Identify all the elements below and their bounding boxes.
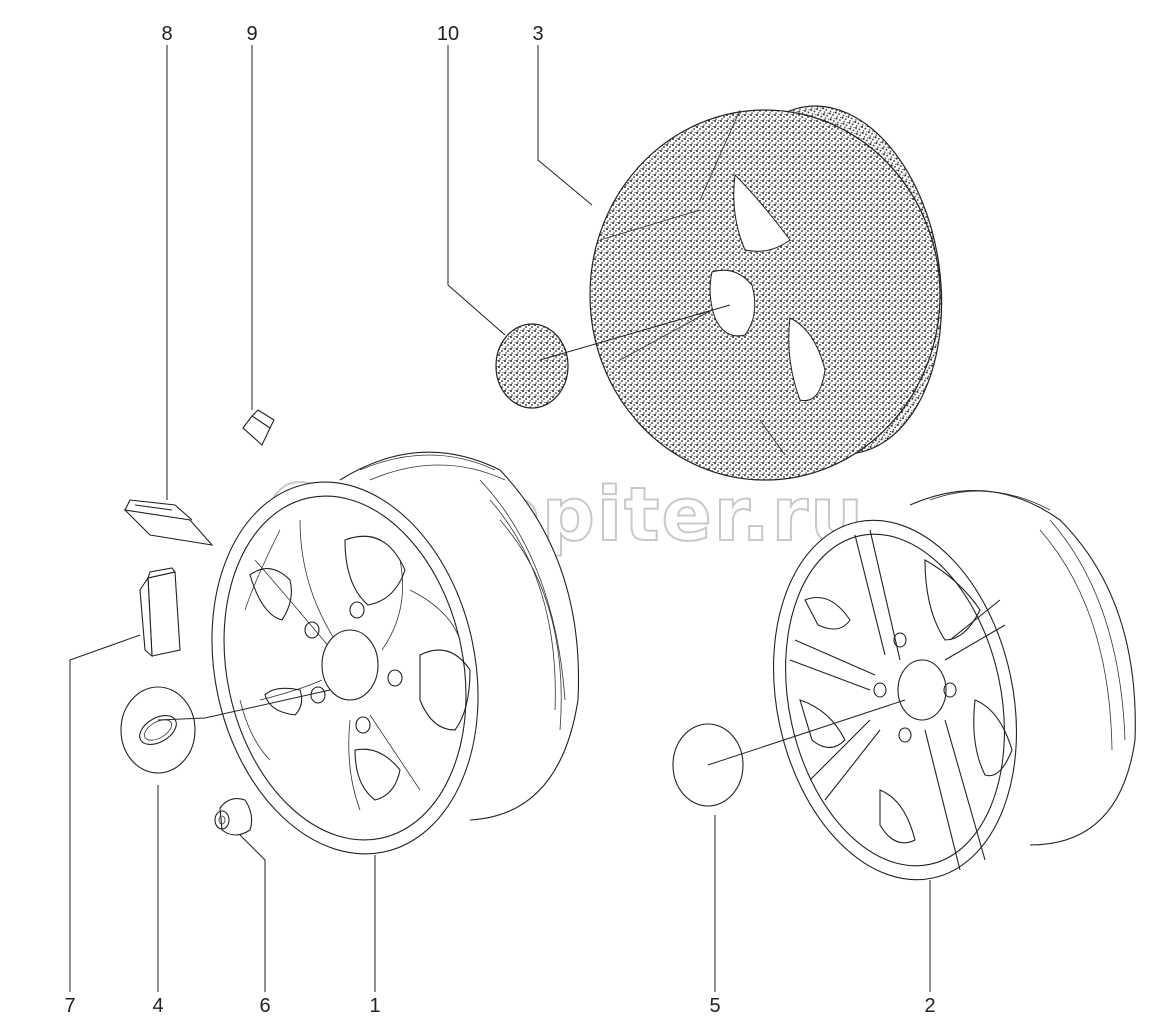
- alloy-wheel-2: [772, 490, 1136, 881]
- callout-2: 2: [924, 995, 935, 1017]
- callout-8: 8: [161, 23, 172, 45]
- spare-wheel: [589, 105, 943, 481]
- leader-lines: [69, 45, 931, 992]
- wheel-nut: [214, 798, 253, 836]
- callout-1: 1: [369, 995, 380, 1017]
- callout-6: 6: [259, 995, 270, 1017]
- center-cap-emblem: [120, 686, 196, 774]
- spare-center-cap: [495, 323, 569, 409]
- balance-weight: [139, 567, 181, 658]
- clip-weight: [123, 499, 214, 546]
- callout-7: 7: [64, 995, 75, 1017]
- callout-10: 10: [437, 23, 459, 45]
- callout-9: 9: [246, 23, 257, 45]
- callout-5: 5: [709, 995, 720, 1017]
- callout-labels: 8 9 10 3 7 4 6 1 5 2: [64, 23, 935, 1017]
- alloy-wheel-1: [211, 451, 580, 855]
- callout-3: 3: [532, 23, 543, 45]
- callout-4: 4: [152, 995, 163, 1017]
- small-clip: [242, 409, 275, 446]
